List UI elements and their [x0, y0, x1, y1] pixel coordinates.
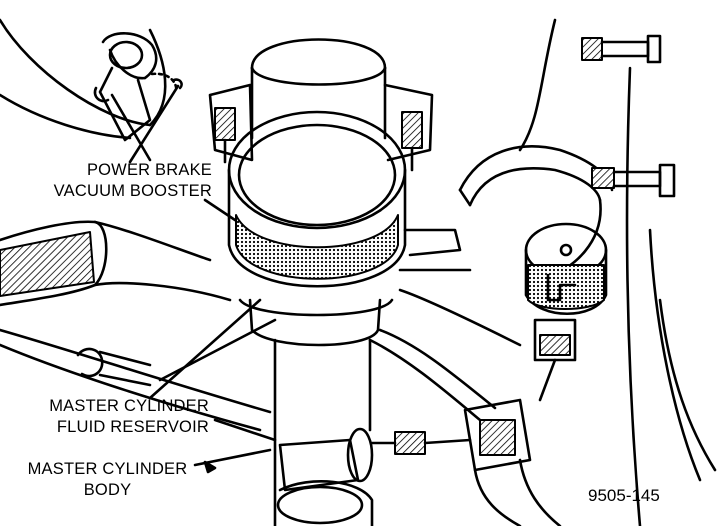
- body-label-line2: BODY: [83, 481, 132, 499]
- fluid-reservoir: [227, 38, 407, 347]
- mounting-bolts: [208, 83, 434, 172]
- master-cylinder-fluid-reservoir-label: MASTER CYLINDER FLUID RESERVOIR: [6, 396, 209, 438]
- reservoir-leader-lines: [148, 298, 277, 474]
- booster-label-line2: VACUUM BOOSTER: [53, 182, 212, 200]
- retaining-bolts: [581, 34, 676, 198]
- vacuum-check-valve: [93, 32, 183, 142]
- booster-housing: [0, 18, 272, 432]
- master-cylinder-body-label: MASTER CYLINDER BODY: [6, 459, 209, 501]
- reservoir-label-line2: FLUID RESERVOIR: [56, 418, 209, 436]
- master-cylinder-body: [273, 338, 472, 526]
- figure-number: 9505-145: [588, 486, 660, 505]
- proportioning-valve: [524, 222, 608, 402]
- vacuum-hose: [0, 220, 232, 307]
- booster-label-line1: POWER BRAKE: [86, 161, 212, 179]
- reservoir-label-line1: MASTER CYLINDER: [49, 397, 209, 415]
- fluid-level-connector: [463, 398, 562, 526]
- fender-edge: [518, 18, 717, 526]
- power-brake-vacuum-booster-label: POWER BRAKE VACUUM BOOSTER: [8, 160, 212, 202]
- body-label-line1: MASTER CYLINDER: [27, 460, 188, 478]
- line-fitting-left: [76, 347, 152, 387]
